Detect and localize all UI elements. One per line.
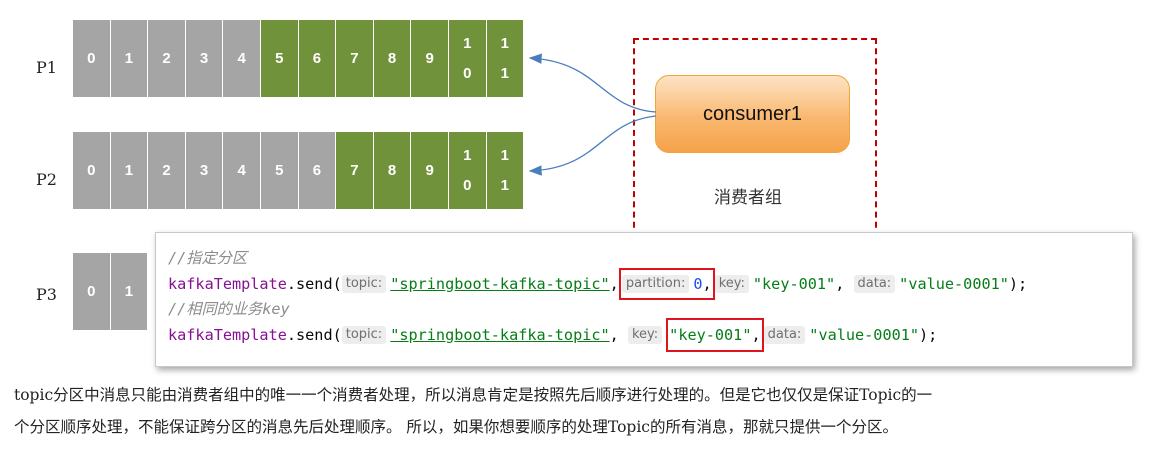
offset-cell: 1 [110,20,149,97]
offset-cell: 3 [185,20,224,97]
code-topic-value: "springboot-kafka-topic" [390,325,610,344]
code-comment-specify-partition: //指定分区 [168,249,248,267]
partition-label-p3: P3 [36,285,57,304]
offset-cell: 0 [73,132,111,209]
partition-label-p1: P1 [36,58,57,77]
code-close: ); [1008,274,1028,293]
code-object: kafkaTemplate [168,325,287,344]
arrow-to-p1 [528,53,657,113]
code-hint-key: key: [714,275,749,294]
offset-cell: 6 [298,132,337,209]
offset-cell: 4 [223,20,261,97]
consumer-node: consumer1 [655,75,850,153]
offset-cell: 9 [411,132,449,209]
highlight-partition: partition:0, [618,268,715,301]
code-hint-partition: partition: [621,275,690,294]
offset-cell: 0 [73,253,111,330]
code-key-value: "key-001" [752,274,836,293]
offset-cell: 2 [148,20,186,97]
offset-cell: 5 [260,132,299,209]
code-object: kafkaTemplate [168,274,287,293]
code-comma: , [609,274,619,293]
offset-digit: 0 [463,176,472,194]
arrow-to-p2 [528,115,657,176]
code-comma: , [609,325,619,344]
offset-cell: 0 [73,20,111,97]
code-method: .send( [286,325,342,344]
code-comma: , [835,274,845,293]
offset-digit: 1 [500,34,509,52]
consumer-group-label: 消费者组 [714,188,782,208]
offset-cell: 7 [336,132,374,209]
partition-label-p2: P2 [36,170,57,189]
code-hint-topic: topic: [341,275,387,294]
code-comma: , [702,274,712,293]
code-hint-data: data: [763,326,806,345]
offset-cell: 4 [223,132,261,209]
offset-cell: 7 [336,20,374,97]
code-key-value: "key-001" [669,325,752,344]
offset-cell: 2 [148,132,186,209]
code-comment-same-key: //相同的业务key [168,300,290,318]
consumer-label: consumer1 [703,102,802,125]
code-data-value: "value-0001" [809,325,920,344]
offset-cell: 6 [298,20,337,97]
offset-digit: 1 [463,146,472,164]
offset-cell: 3 [185,132,224,209]
code-hint-key: key: [627,326,663,345]
code-method: .send( [286,274,342,293]
offset-digit: 1 [500,146,509,164]
offset-digit: 1 [500,176,509,194]
highlight-key: "key-001", [666,318,764,353]
code-partition-value: 0 [693,274,703,293]
offset-cell: 9 [411,20,449,97]
code-close: ); [919,325,938,344]
code-snippet: //指定分区 kafkaTemplate.send( topic:"spring… [155,232,1133,367]
offset-cell: 5 [260,20,299,97]
explanation-line-2: 个分区顺序处理，不能保证跨分区的消息先后处理顺序。 所以，如果你想要顺序的处理T… [14,418,898,436]
offset-cell: 8 [373,132,412,209]
offset-cell: 1 [110,132,149,209]
code-hint-topic: topic: [341,326,387,345]
code-data-value: "value-0001" [899,274,1009,293]
explanation-line-1: topic分区中消息只能由消费者组中的唯一一个消费者处理，所以消息肯定是按照先后… [14,386,933,404]
code-topic-value: "springboot-kafka-topic" [390,274,610,293]
code-hint-data: data: [853,275,896,294]
offset-digit: 1 [463,34,472,52]
offset-digit: 0 [463,64,472,82]
offset-cell: 1 [110,253,149,330]
offset-digit: 1 [500,64,509,82]
code-comma: , [751,325,761,344]
offset-cell: 8 [373,20,412,97]
